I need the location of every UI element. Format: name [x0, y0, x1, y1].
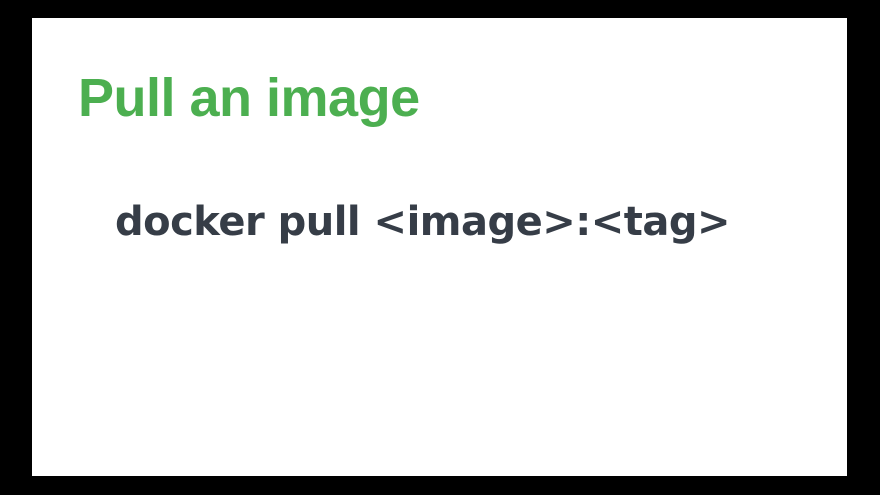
slide: Pull an image docker pull <image>:<tag>: [32, 18, 847, 476]
slide-title: Pull an image: [78, 68, 420, 128]
docker-pull-command: docker pull <image>:<tag>: [114, 199, 731, 245]
command-line: docker pull <image>:<tag>: [32, 194, 847, 250]
